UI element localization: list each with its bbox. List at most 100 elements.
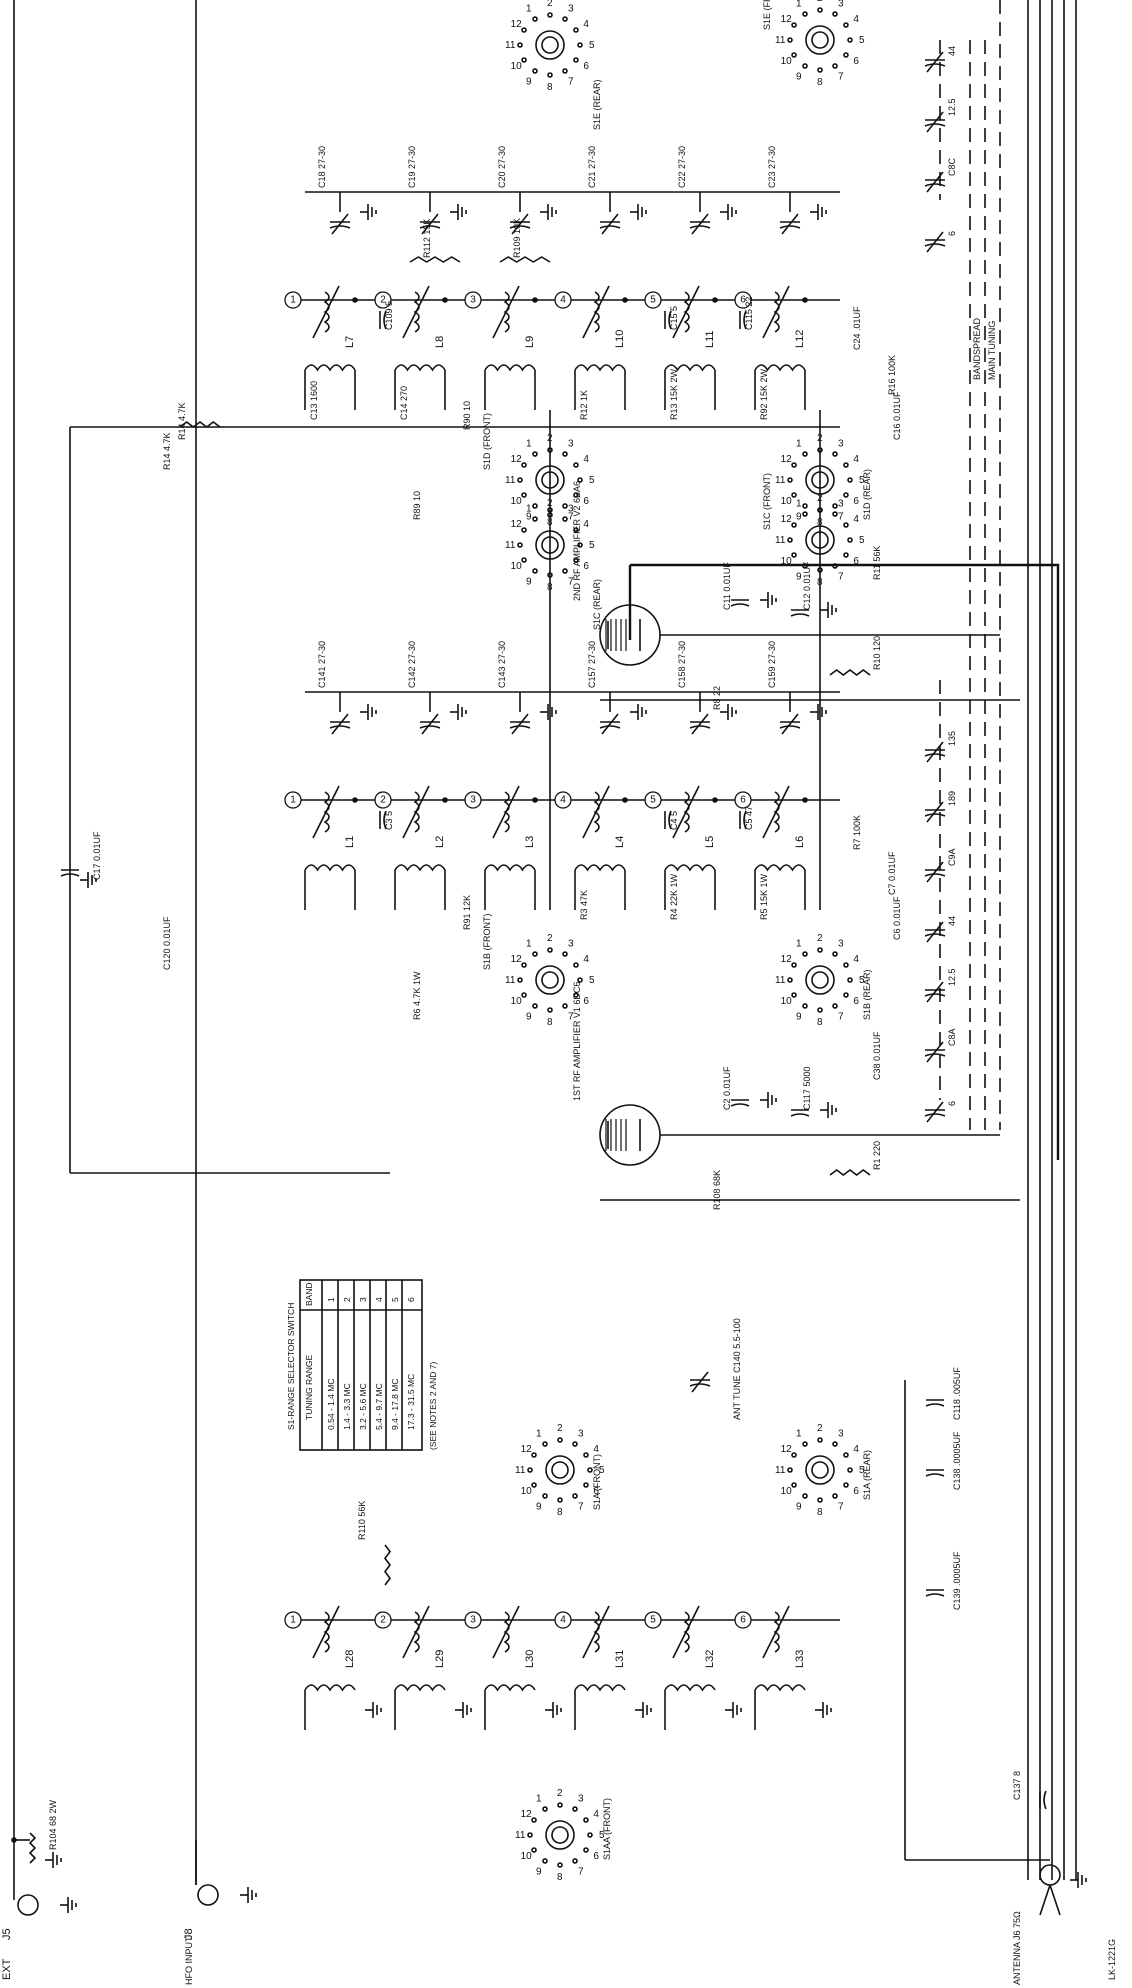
lower-component-label: R4 22K 1W xyxy=(669,873,679,920)
vacuum-tube: 2ND RF AMPLIFIER V2 6BA6 xyxy=(572,481,661,666)
coil-tuning-arrow xyxy=(492,785,520,839)
series-capacitor-label: C3 5 xyxy=(384,811,394,830)
table-header: TUNING RANGE xyxy=(304,1355,314,1421)
coil-tuning-arrow xyxy=(492,1605,520,1659)
ground-symbol xyxy=(630,204,647,220)
jack-j8 xyxy=(197,1884,219,1906)
switch-pin-number: 3 xyxy=(578,1794,584,1805)
capacitor-plate xyxy=(924,1113,946,1117)
coil-label: L5 xyxy=(704,836,716,848)
tube-part-label: C117 5000 xyxy=(802,1067,812,1110)
antenna-coil xyxy=(312,1605,340,1659)
resistor-label: R104 68 2W xyxy=(48,1799,58,1850)
switch-pin-number: 8 xyxy=(547,82,553,93)
switch-rotor-outer xyxy=(805,1455,835,1485)
band-number-marker: 4 xyxy=(554,791,572,809)
band-circle xyxy=(644,291,662,309)
switch-contact xyxy=(557,1802,563,1808)
switch-pin-number: 3 xyxy=(838,439,844,450)
switch-contact xyxy=(521,992,527,998)
switch-pin-number: 3 xyxy=(568,939,574,950)
switch-contact xyxy=(832,1493,838,1499)
band-number-marker: 1 xyxy=(284,791,302,809)
capacitor-plate xyxy=(730,1103,750,1107)
switch-pin-number: 9 xyxy=(796,1011,802,1022)
resistor-label: R112 15K xyxy=(422,219,432,258)
switch-pin-number: 11 xyxy=(505,475,516,486)
ground-symbol xyxy=(725,1702,742,1718)
switch-contact xyxy=(843,462,849,468)
coil-winding xyxy=(503,791,510,833)
switch-label: S1B (FRONT) xyxy=(482,913,492,970)
lower-coil xyxy=(394,364,446,372)
coil-label: L2 xyxy=(434,836,446,848)
switch-pin-number: 10 xyxy=(781,496,793,507)
capacitor-plate xyxy=(924,933,946,937)
switch-contact xyxy=(791,962,797,968)
lower-coil xyxy=(664,864,716,872)
switch-pin-number: 9 xyxy=(796,511,802,522)
switch-pin-number: 1 xyxy=(526,4,532,15)
coil-winding xyxy=(773,1611,780,1653)
band-circle xyxy=(734,291,752,309)
switch-contact xyxy=(843,992,849,998)
switch-contact xyxy=(791,462,797,468)
tube-part-label: C2 0.01UF xyxy=(722,1066,732,1110)
switch-contact xyxy=(572,1493,578,1499)
lower-component-label: C13 1600 xyxy=(309,381,319,420)
switch-rotor-outer xyxy=(545,1455,575,1485)
trimmer-arrow xyxy=(781,213,799,235)
gang-capacitor-value: 135 xyxy=(947,731,957,746)
switch-contact xyxy=(802,503,808,509)
trimmer-capacitor xyxy=(329,213,351,235)
resistor-label: R14 4.7K xyxy=(177,402,187,440)
switch-contact xyxy=(557,1862,563,1868)
trimmer-capacitor xyxy=(509,213,531,235)
switch-pin-number: 9 xyxy=(536,1501,542,1512)
antenna-coil xyxy=(492,1605,520,1659)
trimmer-arrow xyxy=(926,111,944,133)
table-band-cell: 6 xyxy=(406,1297,416,1302)
coil-tuning-arrow xyxy=(672,785,700,839)
table-header: BAND xyxy=(304,1282,314,1306)
coil-label: L29 xyxy=(434,1650,446,1668)
gang-capacitor-value: C8C xyxy=(947,157,957,176)
antenna-jack xyxy=(1039,1864,1061,1886)
switch-label: S1D (FRONT) xyxy=(482,413,492,470)
band-circle xyxy=(554,1611,572,1629)
coil-winding xyxy=(593,791,600,833)
switch-contact xyxy=(517,477,523,483)
tube-part-label: C12 0.01UF xyxy=(802,561,812,610)
component-label: R7 100K xyxy=(852,815,862,850)
coil-tuning-arrow xyxy=(762,785,790,839)
coil-winding xyxy=(574,364,626,372)
switch-contact xyxy=(573,992,579,998)
switch-pin-number: 10 xyxy=(781,1486,793,1497)
band-number-marker: 5 xyxy=(644,291,662,309)
switch-pin-number: 11 xyxy=(775,535,786,546)
trimmer-arrow xyxy=(601,713,619,735)
band-circle xyxy=(284,791,302,809)
junction-dot xyxy=(622,797,628,803)
band-number-marker: 4 xyxy=(554,291,572,309)
capacitor-plate xyxy=(924,813,946,817)
capacitor-plate xyxy=(383,310,387,330)
switch-contact xyxy=(547,947,553,953)
tuning-coil xyxy=(492,285,520,339)
gang-capacitor xyxy=(924,1041,946,1063)
ground-symbol xyxy=(80,872,97,888)
bandspread-label: BANDSPREAD xyxy=(972,317,982,380)
switch-contact xyxy=(577,477,583,483)
switch-rotor-inner xyxy=(551,1826,569,1844)
ground-symbol xyxy=(455,1702,472,1718)
coil-winding xyxy=(664,864,716,872)
switch-pin-number: 4 xyxy=(853,514,859,525)
switch-contact xyxy=(531,1452,537,1458)
ground-symbol xyxy=(815,1702,832,1718)
switch-contact xyxy=(817,507,823,513)
capacitor-plate xyxy=(60,873,80,877)
switch-contact xyxy=(532,951,538,957)
switch-contact xyxy=(843,522,849,528)
